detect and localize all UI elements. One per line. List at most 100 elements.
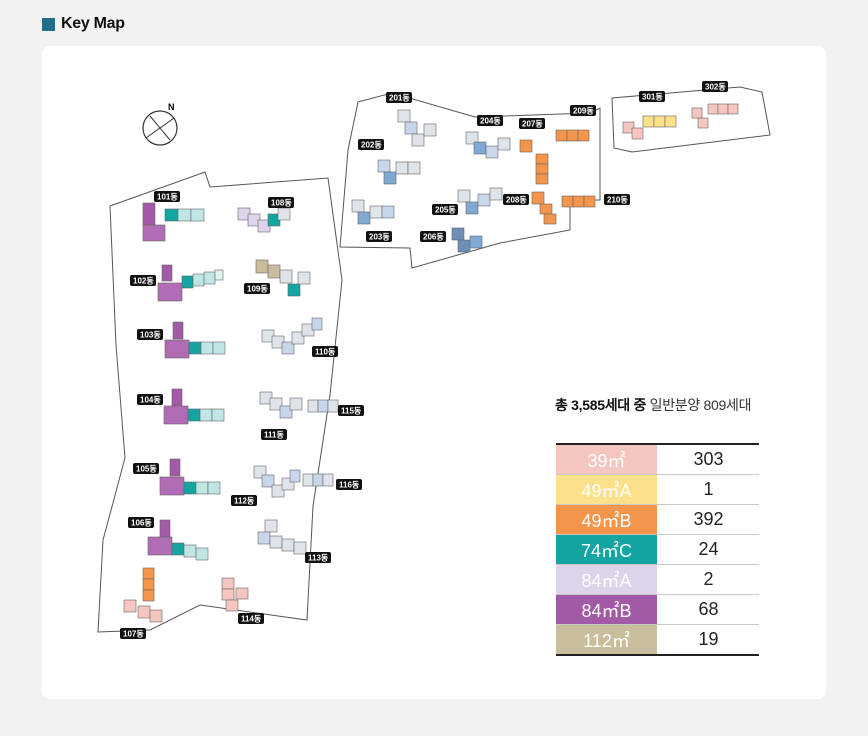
label-206: 206동	[420, 231, 446, 242]
legend-unit-type: 49㎡A	[556, 474, 658, 505]
label-105: 105동	[133, 463, 159, 474]
building-113[interactable]	[257, 519, 307, 555]
legend-unit-type: 112㎡	[556, 624, 658, 656]
label-113: 113동	[305, 552, 331, 563]
svg-text:301동: 301동	[642, 93, 663, 102]
building-102[interactable]	[157, 264, 224, 302]
label-201: 201동	[386, 92, 412, 103]
svg-text:210동: 210동	[607, 196, 628, 205]
legend-unit-count: 303	[657, 443, 759, 475]
svg-text:105동: 105동	[136, 465, 157, 474]
building-103[interactable]	[164, 321, 226, 359]
svg-text:203동: 203동	[369, 233, 390, 242]
building-201[interactable]	[397, 109, 437, 147]
building-101[interactable]	[142, 202, 205, 242]
building-203[interactable]	[351, 199, 395, 225]
legend-unit-count: 19	[657, 624, 759, 656]
svg-text:209동: 209동	[573, 107, 594, 116]
svg-text:115동: 115동	[341, 407, 362, 416]
label-104: 104동	[137, 394, 163, 405]
label-103: 103동	[137, 329, 163, 340]
legend-unit-type: 84㎡B	[556, 594, 658, 625]
legend-unit-count: 24	[657, 534, 759, 565]
legend-unit-count: 1	[657, 474, 759, 505]
building-114[interactable]	[221, 577, 249, 612]
building-301[interactable]	[622, 115, 677, 140]
building-109[interactable]	[255, 259, 311, 297]
svg-text:109동: 109동	[247, 285, 268, 294]
svg-text:112동: 112동	[234, 497, 255, 506]
svg-text:207동: 207동	[522, 120, 543, 129]
svg-text:204동: 204동	[480, 117, 501, 126]
general-sale-households: 일반분양 809세대	[649, 397, 752, 413]
svg-text:104동: 104동	[140, 396, 161, 405]
legend-unit-type: 74㎡C	[556, 534, 658, 565]
square-bullet-icon	[42, 17, 55, 31]
label-108: 108동	[268, 197, 294, 208]
legend-unit-type: 49㎡B	[556, 504, 658, 535]
svg-text:202동: 202동	[361, 141, 382, 150]
building-208[interactable]	[531, 191, 557, 225]
label-301: 301동	[639, 91, 665, 102]
building-104[interactable]	[163, 388, 225, 425]
building-116[interactable]	[302, 473, 334, 487]
label-210: 210동	[604, 194, 630, 205]
building-206[interactable]	[451, 227, 483, 253]
legend-unit-type: 84㎡A	[556, 564, 658, 595]
svg-text:201동: 201동	[389, 94, 410, 103]
label-207: 207동	[519, 118, 545, 129]
building-108[interactable]	[237, 207, 291, 233]
building-105[interactable]	[159, 458, 221, 496]
svg-text:107동: 107동	[123, 630, 144, 639]
building-107[interactable]	[123, 567, 163, 623]
legend-unit-count: 2	[657, 564, 759, 595]
section-title: Key Map	[61, 15, 125, 32]
label-116: 116동	[336, 479, 362, 490]
svg-text:101동: 101동	[157, 193, 178, 202]
building-204[interactable]	[465, 131, 511, 159]
building-209[interactable]	[555, 129, 590, 142]
label-202: 202동	[358, 139, 384, 150]
site-outline-zone-1	[97, 171, 343, 633]
label-204: 204동	[477, 115, 503, 126]
svg-text:208동: 208동	[506, 196, 527, 205]
building-205[interactable]	[457, 187, 503, 215]
household-summary: 총 3,585세대 중 일반분양 809세대	[555, 395, 751, 415]
label-203: 203동	[366, 231, 392, 242]
label-106: 106동	[128, 517, 154, 528]
north-compass-icon: N	[142, 102, 178, 146]
building-112[interactable]	[253, 465, 301, 498]
total-households: 총 3,585세대 중	[555, 397, 647, 413]
label-102: 102동	[130, 275, 156, 286]
building-202[interactable]	[377, 159, 421, 185]
label-208: 208동	[503, 194, 529, 205]
label-114: 114동	[238, 613, 264, 624]
building-111[interactable]	[259, 391, 303, 419]
building-106[interactable]	[147, 519, 209, 561]
label-110: 110동	[312, 346, 338, 357]
site-outline-zone-3	[611, 86, 771, 153]
svg-text:114동: 114동	[241, 615, 262, 624]
svg-text:302동: 302동	[705, 83, 726, 92]
compass-north-label: N	[168, 102, 175, 112]
label-109: 109동	[244, 283, 270, 294]
svg-text:108동: 108동	[271, 199, 292, 208]
label-209: 209동	[570, 105, 596, 116]
label-112: 112동	[231, 495, 257, 506]
building-115[interactable]	[307, 399, 339, 413]
legend-unit-count: 392	[657, 504, 759, 535]
building-207[interactable]	[519, 139, 549, 185]
building-210[interactable]	[561, 195, 596, 208]
building-302[interactable]	[691, 103, 739, 129]
building-110[interactable]	[261, 317, 323, 355]
legend-unit-type: 39㎡	[556, 443, 658, 475]
svg-text:116동: 116동	[339, 481, 360, 490]
svg-text:102동: 102동	[133, 277, 154, 286]
svg-text:206동: 206동	[423, 233, 444, 242]
svg-text:110동: 110동	[315, 348, 336, 357]
